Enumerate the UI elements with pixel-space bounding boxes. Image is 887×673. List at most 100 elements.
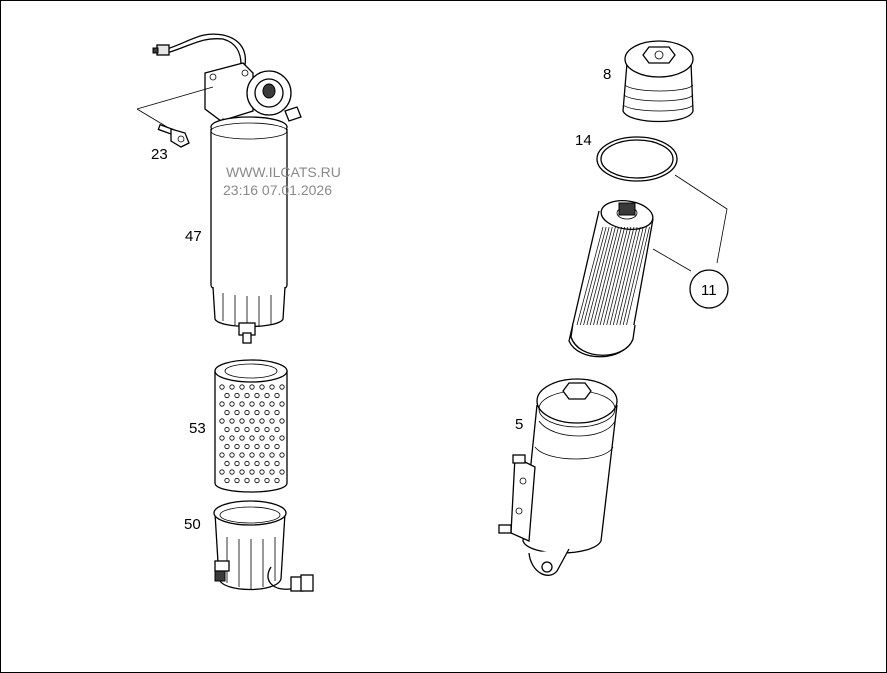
perforation-hole <box>224 443 230 450</box>
watermark-site: WWW.ILCATS.RU <box>226 164 341 180</box>
perforation-hole <box>219 452 225 458</box>
pleat-line <box>596 226 622 326</box>
perforation-hole <box>219 435 225 441</box>
callout-53: 53 <box>189 420 206 437</box>
perforation-hole <box>249 418 255 424</box>
pleat-line <box>589 226 616 326</box>
filter-housing-5[interactable] <box>498 378 618 576</box>
perforation-hole <box>239 452 245 458</box>
perforation-hole <box>259 452 265 458</box>
perforation-hole <box>279 452 285 458</box>
perforation-hole <box>249 384 255 390</box>
filter-bowl-47[interactable] <box>210 122 288 344</box>
pleat-line <box>579 226 607 326</box>
watermark-datetime: 23:16 07.01.2026 <box>223 182 332 198</box>
callout-11: 11 <box>701 282 717 299</box>
callout-8: 8 <box>603 66 611 83</box>
pleat-line <box>606 226 632 326</box>
perforation-hole <box>234 443 240 450</box>
pleat-line <box>586 226 613 326</box>
perforation-hole <box>279 418 285 424</box>
drain-bowl-50[interactable] <box>213 500 287 591</box>
sensor-wire-lower[interactable] <box>267 566 314 592</box>
perforation-hole <box>264 409 270 416</box>
pleat-line <box>616 226 641 326</box>
filter-element-perforations <box>219 384 285 484</box>
perforation-hole <box>254 426 260 433</box>
perforation-hole <box>254 477 260 484</box>
perforation-hole <box>234 426 240 433</box>
perforation-hole <box>224 426 230 433</box>
callout-23: 23 <box>151 146 168 163</box>
callout-circle-11 <box>689 269 729 309</box>
perforation-hole <box>219 384 225 390</box>
perforation-hole <box>269 384 275 390</box>
perforation-hole <box>239 401 245 407</box>
perforation-hole <box>219 469 225 475</box>
perforation-hole <box>239 469 245 475</box>
perforation-hole <box>274 392 280 399</box>
perforation-hole <box>269 418 275 424</box>
perforation-hole <box>234 477 240 484</box>
perforation-hole <box>259 418 265 424</box>
perforation-hole <box>274 443 280 450</box>
bolt-23[interactable] <box>157 123 190 148</box>
perforation-hole <box>264 443 270 450</box>
perforation-hole <box>259 435 265 441</box>
perforation-hole <box>269 469 275 475</box>
perforation-hole <box>224 409 230 416</box>
pleat-line <box>626 226 650 326</box>
pleat-line <box>622 226 647 326</box>
pleat-line <box>576 226 604 326</box>
perforation-hole <box>229 401 235 407</box>
pleat-line <box>619 226 644 326</box>
perforation-hole <box>279 401 285 407</box>
perforation-hole <box>244 443 250 450</box>
perforation-hole <box>274 426 280 433</box>
perforation-hole <box>244 460 250 467</box>
perforation-hole <box>239 384 245 390</box>
perforation-hole <box>269 452 275 458</box>
perforation-hole <box>279 469 285 475</box>
perforation-hole <box>274 409 280 416</box>
perforation-hole <box>254 460 260 467</box>
perforation-hole <box>254 392 260 399</box>
perforation-hole <box>244 392 250 399</box>
perforation-hole <box>234 409 240 416</box>
pleat-line <box>599 226 626 326</box>
perforation-hole <box>224 460 230 467</box>
perforation-hole <box>239 435 245 441</box>
perforation-hole <box>229 418 235 424</box>
callout-14: 14 <box>575 132 592 149</box>
perforation-hole <box>244 426 250 433</box>
sensor-wire-upper[interactable] <box>152 33 247 66</box>
o-ring-14[interactable] <box>596 136 678 182</box>
filter-pleats <box>576 226 650 326</box>
perforation-hole <box>219 418 225 424</box>
filter-insert-11[interactable] <box>568 198 655 358</box>
filter-cap-8[interactable] <box>622 40 694 123</box>
perforation-hole <box>254 409 260 416</box>
callout-50: 50 <box>184 516 201 533</box>
perforation-hole <box>279 435 285 441</box>
perforation-hole <box>264 392 270 399</box>
perforation-hole <box>229 384 235 390</box>
perforation-hole <box>254 443 260 450</box>
perforation-hole <box>264 460 270 467</box>
filter-element-53[interactable] <box>214 359 288 493</box>
perforation-hole <box>259 384 265 390</box>
perforation-hole <box>279 384 285 390</box>
pleat-line <box>603 226 629 326</box>
perforation-hole <box>229 469 235 475</box>
perforation-hole <box>264 426 270 433</box>
pleat-line <box>593 226 619 326</box>
perforation-hole <box>269 435 275 441</box>
perforation-hole <box>259 401 265 407</box>
perforation-hole <box>249 435 255 441</box>
perforation-hole <box>234 460 240 467</box>
perforation-hole <box>249 469 255 475</box>
perforation-hole <box>224 477 230 484</box>
pleat-line <box>609 226 635 326</box>
perforation-hole <box>249 452 255 458</box>
perforation-hole <box>259 469 265 475</box>
